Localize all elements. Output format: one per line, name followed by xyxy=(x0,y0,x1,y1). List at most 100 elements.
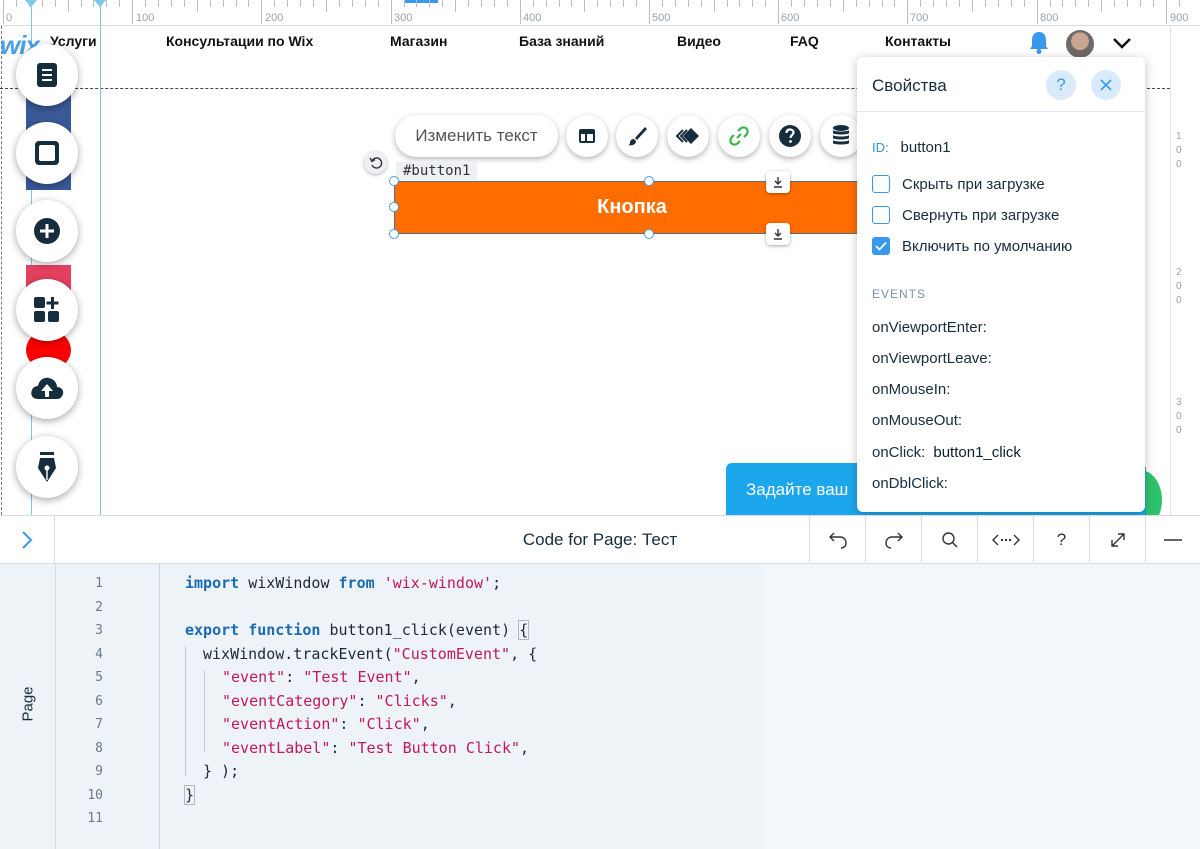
editor-canvas[interactable]: 0 100 200 300 400 500 600 700 800 900 1 … xyxy=(0,0,1200,515)
line-number: 4 xyxy=(95,647,103,662)
ruler-digit: 0 xyxy=(1176,281,1182,292)
checkbox[interactable] xyxy=(872,206,890,224)
maximize-button[interactable] xyxy=(1089,516,1145,564)
guide-handle[interactable] xyxy=(25,0,37,7)
code-line[interactable]: } ); xyxy=(203,762,239,780)
animation-icon xyxy=(675,128,699,144)
connect-data-button[interactable] xyxy=(820,115,862,157)
resize-handle[interactable] xyxy=(389,202,399,212)
resize-handle[interactable] xyxy=(389,229,399,239)
chevron-down-icon[interactable] xyxy=(1111,34,1133,52)
nav-item-shop[interactable]: Магазин xyxy=(390,33,448,49)
rotate-handle[interactable] xyxy=(364,151,387,174)
properties-close-button[interactable] xyxy=(1091,70,1121,100)
search-button[interactable] xyxy=(921,516,977,564)
code-line[interactable]: "eventLabel": "Test Button Click", xyxy=(222,739,529,757)
line-number: 1 xyxy=(95,576,103,591)
vertical-guide[interactable] xyxy=(100,0,101,515)
code-help-button[interactable]: ? xyxy=(1033,516,1089,564)
ruler-tick xyxy=(481,0,483,7)
help-button[interactable] xyxy=(769,115,811,157)
checkbox[interactable] xyxy=(872,175,890,193)
add-element-button[interactable] xyxy=(16,200,78,262)
media-upload-button[interactable] xyxy=(16,357,78,419)
code-line[interactable]: import wixWindow from 'wix-window'; xyxy=(185,574,501,592)
nav-item-video[interactable]: Видео xyxy=(677,33,721,49)
code-snippets-button[interactable] xyxy=(977,516,1033,564)
nav-item-consulting[interactable]: Консультации по Wix xyxy=(166,33,314,49)
resize-handle[interactable] xyxy=(389,176,399,186)
event-row[interactable]: onMouseOut: xyxy=(872,412,970,429)
event-handler[interactable]: button1_click xyxy=(933,444,1021,461)
ruler-tick xyxy=(54,0,56,7)
apps-grid-icon xyxy=(34,297,59,322)
code-text: wixWindow.trackEvent( xyxy=(203,645,393,663)
checkbox-hide-on-load[interactable]: Скрыть при загрузке xyxy=(872,174,1045,194)
nav-item-services[interactable]: Услуги xyxy=(50,33,97,49)
checkbox-collapse-on-load[interactable]: Свернуть при загрузке xyxy=(872,205,1059,225)
ruler-tick xyxy=(700,0,702,7)
animation-button[interactable] xyxy=(667,115,709,157)
ruler-tick xyxy=(984,0,986,7)
checkbox-checked[interactable] xyxy=(872,237,890,255)
nav-item-contacts[interactable]: Контакты xyxy=(885,33,952,49)
ruler-tick xyxy=(274,0,276,7)
event-row[interactable]: onMouseIn: xyxy=(872,381,958,398)
ruler-tick xyxy=(519,0,521,24)
expand-icon xyxy=(1110,533,1125,547)
code-line[interactable]: "event": "Test Event", xyxy=(222,668,421,686)
minimize-button[interactable] xyxy=(1145,516,1200,564)
ruler-tick xyxy=(235,0,237,7)
design-button[interactable] xyxy=(616,115,658,157)
link-button[interactable] xyxy=(718,115,760,157)
event-row[interactable]: onDblClick: xyxy=(872,475,956,492)
guide-handle[interactable] xyxy=(94,0,106,7)
code-editor-empty-area[interactable] xyxy=(764,564,1200,849)
code-text: , xyxy=(411,668,421,686)
code-editor[interactable]: import wixWindow from 'wix-window'; expo… xyxy=(160,564,764,849)
close-icon xyxy=(1100,79,1112,91)
code-line[interactable]: "eventCategory": "Clicks", xyxy=(222,692,457,710)
code-line[interactable]: "eventAction": "Click", xyxy=(222,715,430,733)
background-button[interactable] xyxy=(16,122,78,184)
code-string: "eventLabel" xyxy=(222,739,331,757)
page-side-tab[interactable]: Page xyxy=(0,564,56,849)
avatar[interactable] xyxy=(1066,30,1094,58)
stretch-down-button[interactable] xyxy=(766,171,790,193)
bell-icon[interactable] xyxy=(1028,30,1050,54)
redo-button[interactable] xyxy=(865,516,921,564)
event-row[interactable]: onClick:button1_click xyxy=(872,444,1021,461)
ruler-tick xyxy=(416,0,418,7)
ruler-tick xyxy=(364,0,366,7)
id-value[interactable]: button1 xyxy=(900,139,951,156)
selected-button-element[interactable]: Кнопка xyxy=(394,181,870,234)
event-row[interactable]: onViewportLeave: xyxy=(872,350,1000,367)
pages-menu-button[interactable] xyxy=(16,44,78,106)
stretch-down-button[interactable] xyxy=(766,223,790,245)
ruler-tick xyxy=(959,0,961,7)
checkbox-enabled-by-default[interactable]: Включить по умолчанию xyxy=(872,236,1072,256)
ruler-tick xyxy=(765,0,767,7)
ruler-tick xyxy=(1088,0,1090,7)
code-line[interactable]: wixWindow.trackEvent("CustomEvent", { xyxy=(203,645,537,663)
ruler-tick xyxy=(209,0,211,7)
ruler-tick xyxy=(132,0,134,24)
collapse-sidebar-button[interactable] xyxy=(0,516,55,564)
layout-button[interactable] xyxy=(566,115,608,157)
nav-item-faq[interactable]: FAQ xyxy=(790,33,819,49)
ruler-tick xyxy=(222,0,224,7)
element-id-row[interactable]: ID: button1 xyxy=(872,139,951,156)
event-row[interactable]: onViewportEnter: xyxy=(872,319,995,336)
undo-button[interactable] xyxy=(809,516,865,564)
ruler-tick xyxy=(804,0,806,7)
blog-pen-button[interactable] xyxy=(16,436,78,498)
nav-item-knowledge-base[interactable]: База знаний xyxy=(519,33,605,49)
add-apps-button[interactable] xyxy=(16,279,78,341)
ruler-tick xyxy=(739,0,741,7)
resize-handle[interactable] xyxy=(644,229,654,239)
resize-handle[interactable] xyxy=(644,176,654,186)
code-line[interactable]: } xyxy=(183,785,196,805)
code-line[interactable]: export function button1_click(event) { xyxy=(185,620,530,640)
edit-text-button[interactable]: Изменить текст xyxy=(395,115,558,157)
properties-help-button[interactable]: ? xyxy=(1046,70,1076,100)
